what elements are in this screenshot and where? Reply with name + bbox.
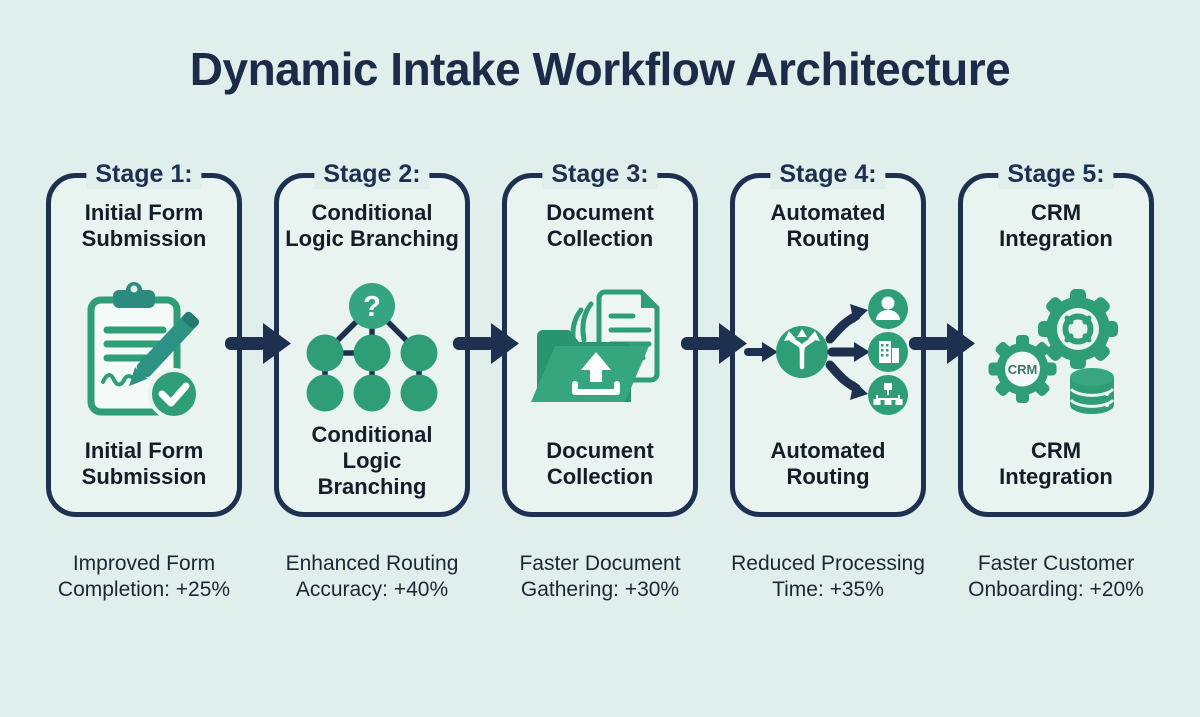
stage-card-5: Stage 5: CRM Integration	[958, 160, 1154, 518]
stage-2-label: Stage 2:	[314, 160, 430, 190]
stage-4-subtitle-bottom: Automated Routing	[770, 438, 886, 490]
stage-5-label: Stage 5:	[998, 160, 1114, 190]
infographic-canvas: Dynamic Intake Workflow Architecture Sta…	[0, 42, 1200, 604]
stages-row: Stage 1: Initial Form Submission	[0, 160, 1200, 518]
routing-split-icon	[744, 276, 912, 428]
crm-gears-icon: CRM	[976, 276, 1136, 428]
stage-4-label: Stage 4:	[770, 160, 886, 190]
stage-3-subtitle-bottom: Document Collection	[546, 438, 654, 490]
stage-3-label: Stage 3:	[542, 160, 658, 190]
stage-card-4: Stage 4: Automated Routing	[730, 160, 926, 518]
decision-tree-icon: ?	[297, 274, 447, 422]
stage-5-subtitle-top: CRM Integration	[999, 200, 1113, 252]
crm-gear-label: CRM	[1008, 362, 1038, 377]
flow-arrow-icon	[453, 321, 519, 370]
metric-stage-5: Faster Customer Onboarding: +20%	[968, 552, 1144, 602]
question-mark-glyph: ?	[363, 291, 381, 323]
stage-3-subtitle-top: Document Collection	[546, 200, 654, 252]
metric-stage-2: Enhanced Routing Accuracy: +40%	[285, 552, 459, 602]
stage-2-subtitle-top: Conditional Logic Branching	[285, 200, 459, 252]
flow-arrow-icon	[681, 321, 747, 370]
page-title: Dynamic Intake Workflow Architecture	[189, 43, 1011, 95]
stage-card-3: Stage 3: Document Collection	[502, 160, 698, 518]
metrics-row: Improved Form Completion: +25% Enhanced …	[0, 551, 1200, 604]
stage-1-label: Stage 1:	[86, 160, 202, 190]
stage-2-subtitle-bottom: Conditional Logic Branching	[311, 422, 433, 500]
folder-upload-icon	[525, 276, 675, 428]
stage-4-subtitle-top: Automated Routing	[770, 200, 886, 252]
flow-arrow-icon	[909, 321, 975, 370]
stage-card-2: Stage 2: Conditional Logic Branching	[274, 160, 470, 518]
stage-1-subtitle-top: Initial Form Submission	[81, 200, 207, 252]
metric-stage-3: Faster Document Gathering: +30%	[519, 552, 681, 602]
clipboard-signature-icon	[77, 276, 211, 428]
metric-stage-4: Reduced Processing Time: +35%	[731, 552, 925, 602]
flow-arrow-icon	[225, 321, 291, 370]
metric-stage-1: Improved Form Completion: +25%	[57, 552, 231, 602]
stage-card-1: Stage 1: Initial Form Submission	[46, 160, 242, 518]
stage-1-subtitle-bottom: Initial Form Submission	[81, 438, 207, 490]
stage-5-subtitle-bottom: CRM Integration	[999, 438, 1113, 490]
